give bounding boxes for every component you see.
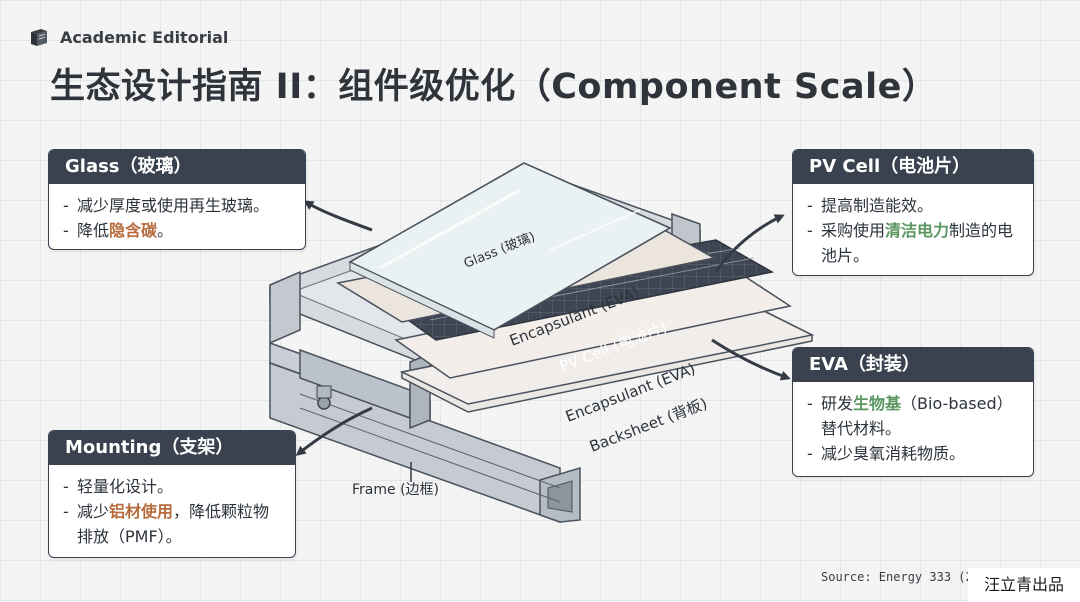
- pv-card: PV Cell（电池片） 提高制造能效。 采购使用清洁电力制造的电池片。: [792, 149, 1034, 276]
- source-citation: Source: Energy 333 (2: [821, 570, 973, 584]
- eva-card: EVA（封装） 研发生物基（Bio-based）替代材料。 减少臭氧消耗物质。: [792, 347, 1034, 477]
- arrow-glass: [303, 200, 373, 232]
- mounting-card-title: Mounting（支架）: [49, 431, 295, 465]
- pv-point-1: 提高制造能效。: [807, 193, 1019, 218]
- highlight-embodied-carbon: 隐含碳: [109, 221, 158, 240]
- arrow-pv: [714, 214, 785, 273]
- highlight-bio-based: 生物基: [853, 394, 902, 413]
- brand: Academic Editorial: [28, 26, 228, 48]
- glass-layer: [348, 162, 672, 339]
- mounting-card: Mounting（支架） 轻量化设计。 减少铝材使用，降低颗粒物排放（PMF）。: [48, 430, 296, 558]
- glass-point-1: 减少厚度或使用再生玻璃。: [63, 193, 291, 218]
- glass-card-body: 减少厚度或使用再生玻璃。 降低隐含碳。: [49, 184, 305, 249]
- mounting-card-body: 轻量化设计。 减少铝材使用，降低颗粒物排放（PMF）。: [49, 465, 295, 557]
- arrow-eva: [711, 338, 791, 381]
- glass-card: Glass（玻璃） 减少厚度或使用再生玻璃。 降低隐含碳。: [48, 149, 306, 250]
- pv-point-2: 采购使用清洁电力制造的电池片。: [807, 218, 1019, 268]
- watermark: 汪立青出品: [968, 568, 1080, 602]
- pv-card-title: PV Cell（电池片）: [793, 150, 1033, 184]
- eva-point-1: 研发生物基（Bio-based）替代材料。: [807, 391, 1019, 441]
- glass-card-title: Glass（玻璃）: [49, 150, 305, 184]
- frame-rail-end-slot: [547, 480, 573, 513]
- label-frame: Frame (边框): [352, 482, 439, 498]
- highlight-aluminum-use: 铝材使用: [109, 502, 174, 521]
- pv-card-body: 提高制造能效。 采购使用清洁电力制造的电池片。: [793, 184, 1033, 275]
- page-title: 生态设计指南 II：组件级优化（Component Scale）: [50, 67, 938, 107]
- mounting-point-2: 减少铝材使用，降低颗粒物排放（PMF）。: [63, 499, 281, 549]
- book-stack-icon: [31, 29, 47, 46]
- brand-name: Academic Editorial: [60, 27, 229, 47]
- highlight-clean-power: 清洁电力: [885, 221, 950, 240]
- frame-left-profile: [269, 270, 301, 345]
- arrow-mounting: [295, 406, 373, 456]
- mounting-bolt-base: [316, 385, 332, 399]
- eva-point-2: 减少臭氧消耗物质。: [807, 441, 1019, 466]
- eva-card-body: 研发生物基（Bio-based）替代材料。 减少臭氧消耗物质。: [793, 382, 1033, 474]
- mounting-bolt: [317, 396, 331, 410]
- glass-point-2: 降低隐含碳。: [63, 218, 291, 243]
- mounting-point-1: 轻量化设计。: [63, 474, 281, 499]
- eva-card-title: EVA（封装）: [793, 348, 1033, 382]
